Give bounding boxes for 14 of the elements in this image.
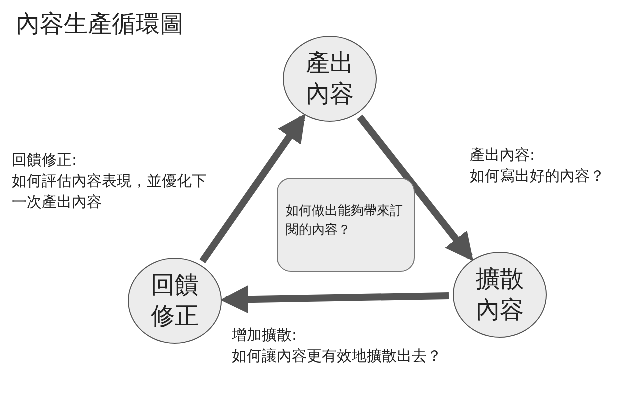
note-heading: 回饋修正: [12,150,78,171]
step-circle: 產出內容 [283,36,377,122]
note-text: 如何評估內容表現，並優化下一次產出內容 [12,171,208,213]
note-heading: 產出內容: [470,145,536,166]
arrow [220,286,450,314]
note-text: 如何寫出好的內容？ [470,166,606,187]
note-heading: 增加擴散: [232,325,298,346]
step-circle: 回饋修正 [128,258,222,344]
note-text: 如何讓內容更有效地擴散出去？ [232,346,442,367]
step-circle: 擴散內容 [453,252,547,338]
arrow [200,114,306,264]
question-box: 如何做出能夠帶來訂閱的內容？ [277,178,415,272]
diagram-title: 內容生產循環圖 [16,9,184,40]
arrow [357,114,474,262]
